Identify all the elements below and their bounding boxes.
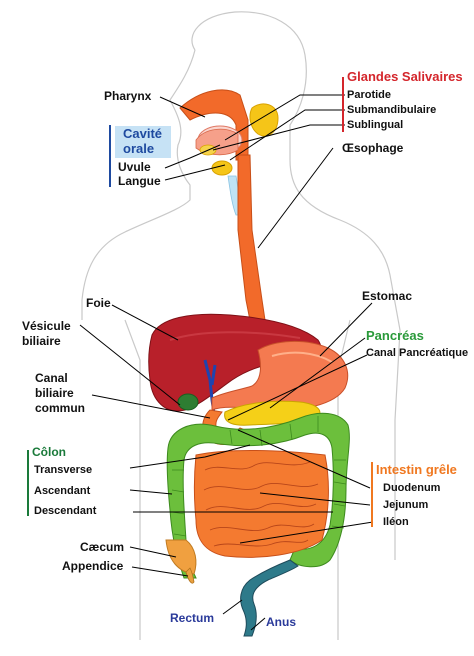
label-duodenum: Duodenum: [383, 482, 441, 494]
label-foie: Foie: [86, 296, 111, 310]
label-vesicule: Vésicule: [22, 319, 71, 333]
bracket-lines: [27, 77, 373, 527]
label-canal-pancreatique: Canal Pancréatique: [366, 347, 468, 359]
bile-ducts: [203, 359, 217, 421]
label-caecum: Cæcum: [80, 540, 124, 554]
label-sublingual: Sublingual: [347, 119, 403, 131]
label-uvule: Uvule: [118, 160, 151, 174]
label-canal-3: commun: [35, 401, 85, 415]
label-canal: Canal: [35, 371, 68, 385]
label-pharynx: Pharynx: [104, 89, 152, 103]
body-silhouette: [81, 11, 401, 640]
label-cavite-orale-2: orale: [123, 141, 154, 156]
label-vesicule-2: biliaire: [22, 334, 61, 348]
label-ileon: Iléon: [383, 516, 409, 528]
label-colon: Côlon: [32, 445, 66, 459]
label-descendant: Descendant: [34, 505, 97, 517]
caecum: [165, 539, 197, 575]
liver: [148, 313, 322, 412]
label-appendice: Appendice: [62, 559, 124, 573]
cavite-orale-box: [115, 126, 171, 158]
label-jejunum: Jejunum: [383, 499, 428, 511]
label-ascendant: Ascendant: [34, 485, 91, 497]
label-glandes-salivaires: Glandes Salivaires: [347, 69, 463, 84]
label-oesophage: Œsophage: [342, 141, 404, 155]
label-rectum: Rectum: [170, 611, 214, 625]
label-anus: Anus: [266, 615, 296, 629]
label-intestin-grele: Intestin grêle: [376, 462, 457, 477]
label-cavite-orale: Cavité: [123, 126, 162, 141]
gallbladder: [177, 393, 199, 411]
label-submandibulaire: Submandibulaire: [347, 104, 436, 116]
appendix: [185, 567, 195, 584]
label-pancreas: Pancréas: [366, 328, 424, 343]
label-transverse: Transverse: [34, 464, 92, 476]
label-parotide: Parotide: [347, 89, 391, 101]
label-canal-2: biliaire: [35, 386, 74, 400]
rectum: [240, 559, 299, 637]
label-langue: Langue: [118, 174, 161, 188]
leader-lines: [79, 94, 374, 631]
small-intestine: [194, 450, 329, 558]
label-estomac: Estomac: [362, 289, 412, 303]
